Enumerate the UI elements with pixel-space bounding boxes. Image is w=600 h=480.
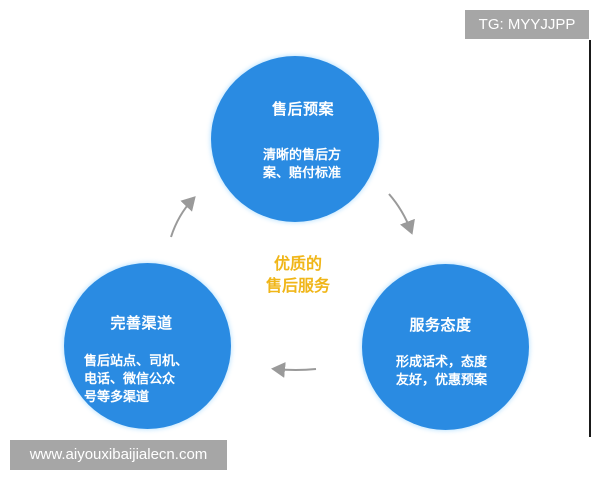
node-description: 形成话术，态度 友好，优惠预案: [396, 355, 488, 388]
center-label: 优质的 售后服务: [265, 254, 330, 295]
node-complete-channels: 完善渠道 售后站点、司机、 电话、微信公众 号等多渠道: [64, 263, 231, 429]
arrow-top-to-right-icon: [388, 193, 415, 235]
node-description: 售后站点、司机、 电话、微信公众 号等多渠道: [84, 354, 189, 405]
watermark-top-right: TG: MYYJJPP: [465, 10, 589, 39]
node-after-sales-plan: 售后预案 清晰的售后方 案、赔付标准: [211, 56, 379, 222]
node-description: 清晰的售后方 案、赔付标准: [263, 148, 342, 181]
right-border-line: [589, 40, 591, 437]
arrow-right-to-left-icon: [271, 361, 317, 378]
node-title: 售后预案: [271, 100, 334, 118]
node-title: 服务态度: [409, 316, 472, 334]
node-service-attitude: 服务态度 形成话术，态度 友好，优惠预案: [362, 264, 529, 430]
node-title: 完善渠道: [110, 314, 173, 332]
watermark-bottom-left: www.aiyouxibaijialecn.com: [10, 440, 227, 470]
arrow-left-to-top-icon: [170, 196, 196, 238]
